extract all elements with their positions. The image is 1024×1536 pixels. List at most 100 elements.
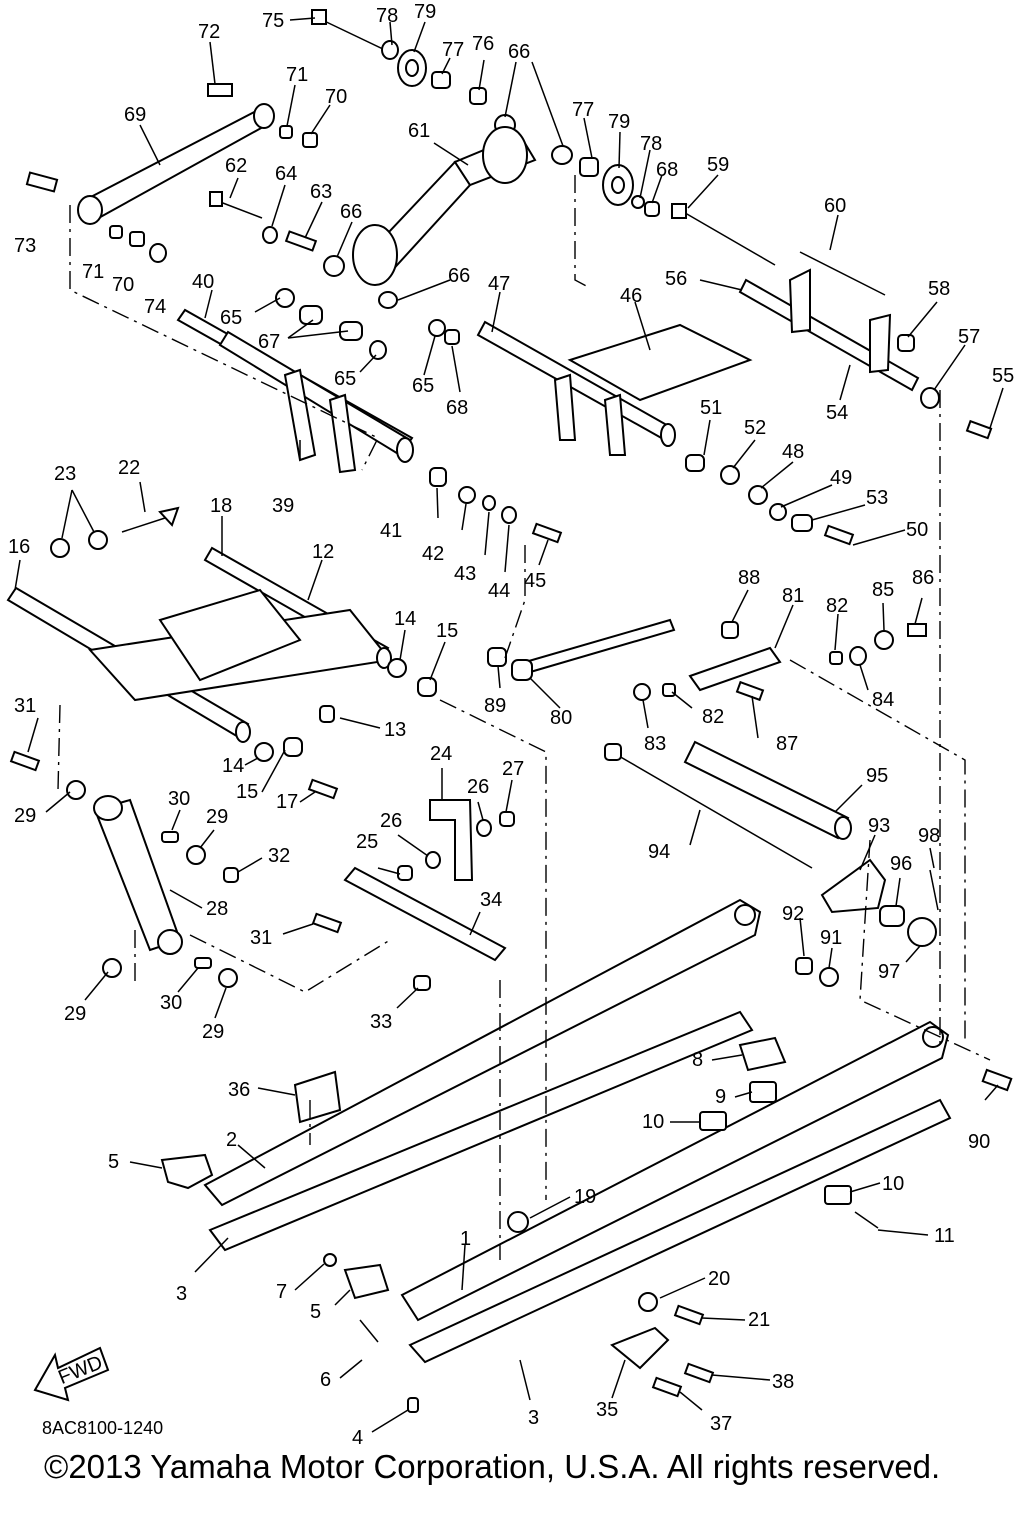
part-number-label: 84	[872, 689, 894, 711]
part-number-label: 26	[380, 810, 402, 832]
part-number-label: 38	[772, 1371, 794, 1393]
part-number-label: 89	[484, 695, 506, 717]
part-number-label: 13	[384, 719, 406, 741]
part-number-label: 36	[228, 1079, 250, 1101]
part-number-label: 14	[394, 608, 416, 630]
part-number-label: 65	[412, 375, 434, 397]
part-number-label: 1	[460, 1228, 471, 1250]
part-number-label: 78	[376, 5, 398, 27]
part-number-label: 86	[912, 567, 934, 589]
part-number-label: 68	[656, 159, 678, 181]
rear-shaft-assembly	[671, 203, 993, 440]
part-number-label: 71	[286, 64, 308, 86]
part-number-label: 73	[14, 235, 36, 257]
part-number-label: 35	[596, 1399, 618, 1421]
part-number-label: 79	[608, 111, 630, 133]
part-number-label: 70	[325, 86, 347, 108]
part-number-label: 78	[640, 133, 662, 155]
part-number-label: 97	[878, 961, 900, 983]
copyright-notice: ©2013 Yamaha Motor Corporation, U.S.A. A…	[44, 1448, 941, 1485]
part-number-label: 3	[176, 1283, 187, 1305]
part-number-labels: 1 2 3 3 4 5 5 6 7 8 9 10 10 11 12 13 14 …	[8, 1, 1014, 1449]
part-number-label: 23	[54, 463, 76, 485]
part-number-label: 17	[276, 791, 298, 813]
part-number-label: 94	[648, 841, 670, 863]
part-number-label: 58	[928, 278, 950, 300]
part-number-label: 42	[422, 543, 444, 565]
part-number-label: 74	[144, 296, 166, 318]
part-number-label: 67	[258, 331, 280, 353]
part-number-label: 53	[866, 487, 888, 509]
part-number-label: 29	[64, 1003, 86, 1025]
front-arm-frame	[6, 506, 437, 800]
part-number-label: 51	[700, 397, 722, 419]
fwd-arrow-icon: FWD	[33, 1346, 110, 1402]
part-number-label: 47	[488, 273, 510, 295]
part-number-label: 22	[118, 457, 140, 479]
part-number-label: 27	[502, 758, 524, 780]
assembly-guide-lines	[57, 175, 991, 1260]
part-number-label: 28	[206, 898, 228, 920]
part-number-label: 54	[826, 402, 848, 424]
part-number-label: 50	[906, 519, 928, 541]
part-number-label: 9	[715, 1086, 726, 1108]
slide-rail-right	[400, 1020, 952, 1364]
part-number-label: 48	[782, 441, 804, 463]
part-number-label: 40	[192, 271, 214, 293]
part-number-label: 19	[574, 1186, 596, 1208]
part-number-label: 95	[866, 765, 888, 787]
part-number-label: 87	[776, 733, 798, 755]
part-number-label: 88	[738, 567, 760, 589]
part-number-label: 43	[454, 563, 476, 585]
part-number-label: 21	[748, 1309, 770, 1331]
part-number-label: 10	[642, 1111, 664, 1133]
part-number-label: 71	[82, 261, 104, 283]
stopper-bracket	[311, 799, 515, 991]
part-number-label: 25	[356, 831, 378, 853]
part-number-label: 85	[872, 579, 894, 601]
part-number-label: 66	[508, 41, 530, 63]
front-arm-shaft	[176, 308, 414, 474]
part-number-label: 55	[992, 365, 1014, 387]
part-number-label: 92	[782, 903, 804, 925]
part-number-label: 11	[934, 1225, 955, 1247]
rear-pivot-hardware	[487, 618, 927, 702]
rear-arm-shaft	[604, 740, 939, 987]
part-number-label: 5	[108, 1151, 119, 1173]
part-number-label: 32	[268, 845, 290, 867]
part-number-label: 49	[830, 467, 852, 489]
part-number-label: 75	[262, 10, 284, 32]
part-number-label: 15	[436, 620, 458, 642]
leader-lines	[14, 17, 1004, 1433]
part-number-label: 5	[310, 1301, 321, 1323]
part-number-label: 10	[882, 1173, 904, 1195]
part-number-label: 31	[250, 927, 272, 949]
part-number-label: 59	[707, 154, 729, 176]
part-number-label: 81	[782, 585, 804, 607]
part-number-label: 8	[692, 1049, 703, 1071]
part-number-label: 70	[112, 274, 134, 296]
part-number-label: 52	[744, 417, 766, 439]
part-number-label: 12	[312, 541, 334, 563]
part-number-label: 56	[665, 268, 687, 290]
part-number-label: 72	[198, 21, 220, 43]
part-number-label: 26	[467, 776, 489, 798]
part-number-label: 39	[272, 495, 294, 517]
part-number-label: 29	[202, 1021, 224, 1043]
part-number-label: 77	[572, 99, 594, 121]
part-number-label: 30	[168, 788, 190, 810]
part-number-label: 98	[918, 825, 940, 847]
part-number-label: 29	[206, 806, 228, 828]
part-number-label: 29	[14, 805, 36, 827]
upper-rear-arm	[476, 320, 753, 456]
part-number-label: 57	[958, 326, 980, 348]
part-number-label: 77	[442, 39, 464, 61]
part-number-label: 96	[890, 853, 912, 875]
pivot-hardware	[209, 191, 460, 360]
diagram-code: 8AC8100-1240	[42, 1418, 164, 1438]
part-number-label: 14	[222, 755, 244, 777]
rail-hardware	[160, 1036, 1013, 1413]
part-number-label: 76	[472, 33, 494, 55]
